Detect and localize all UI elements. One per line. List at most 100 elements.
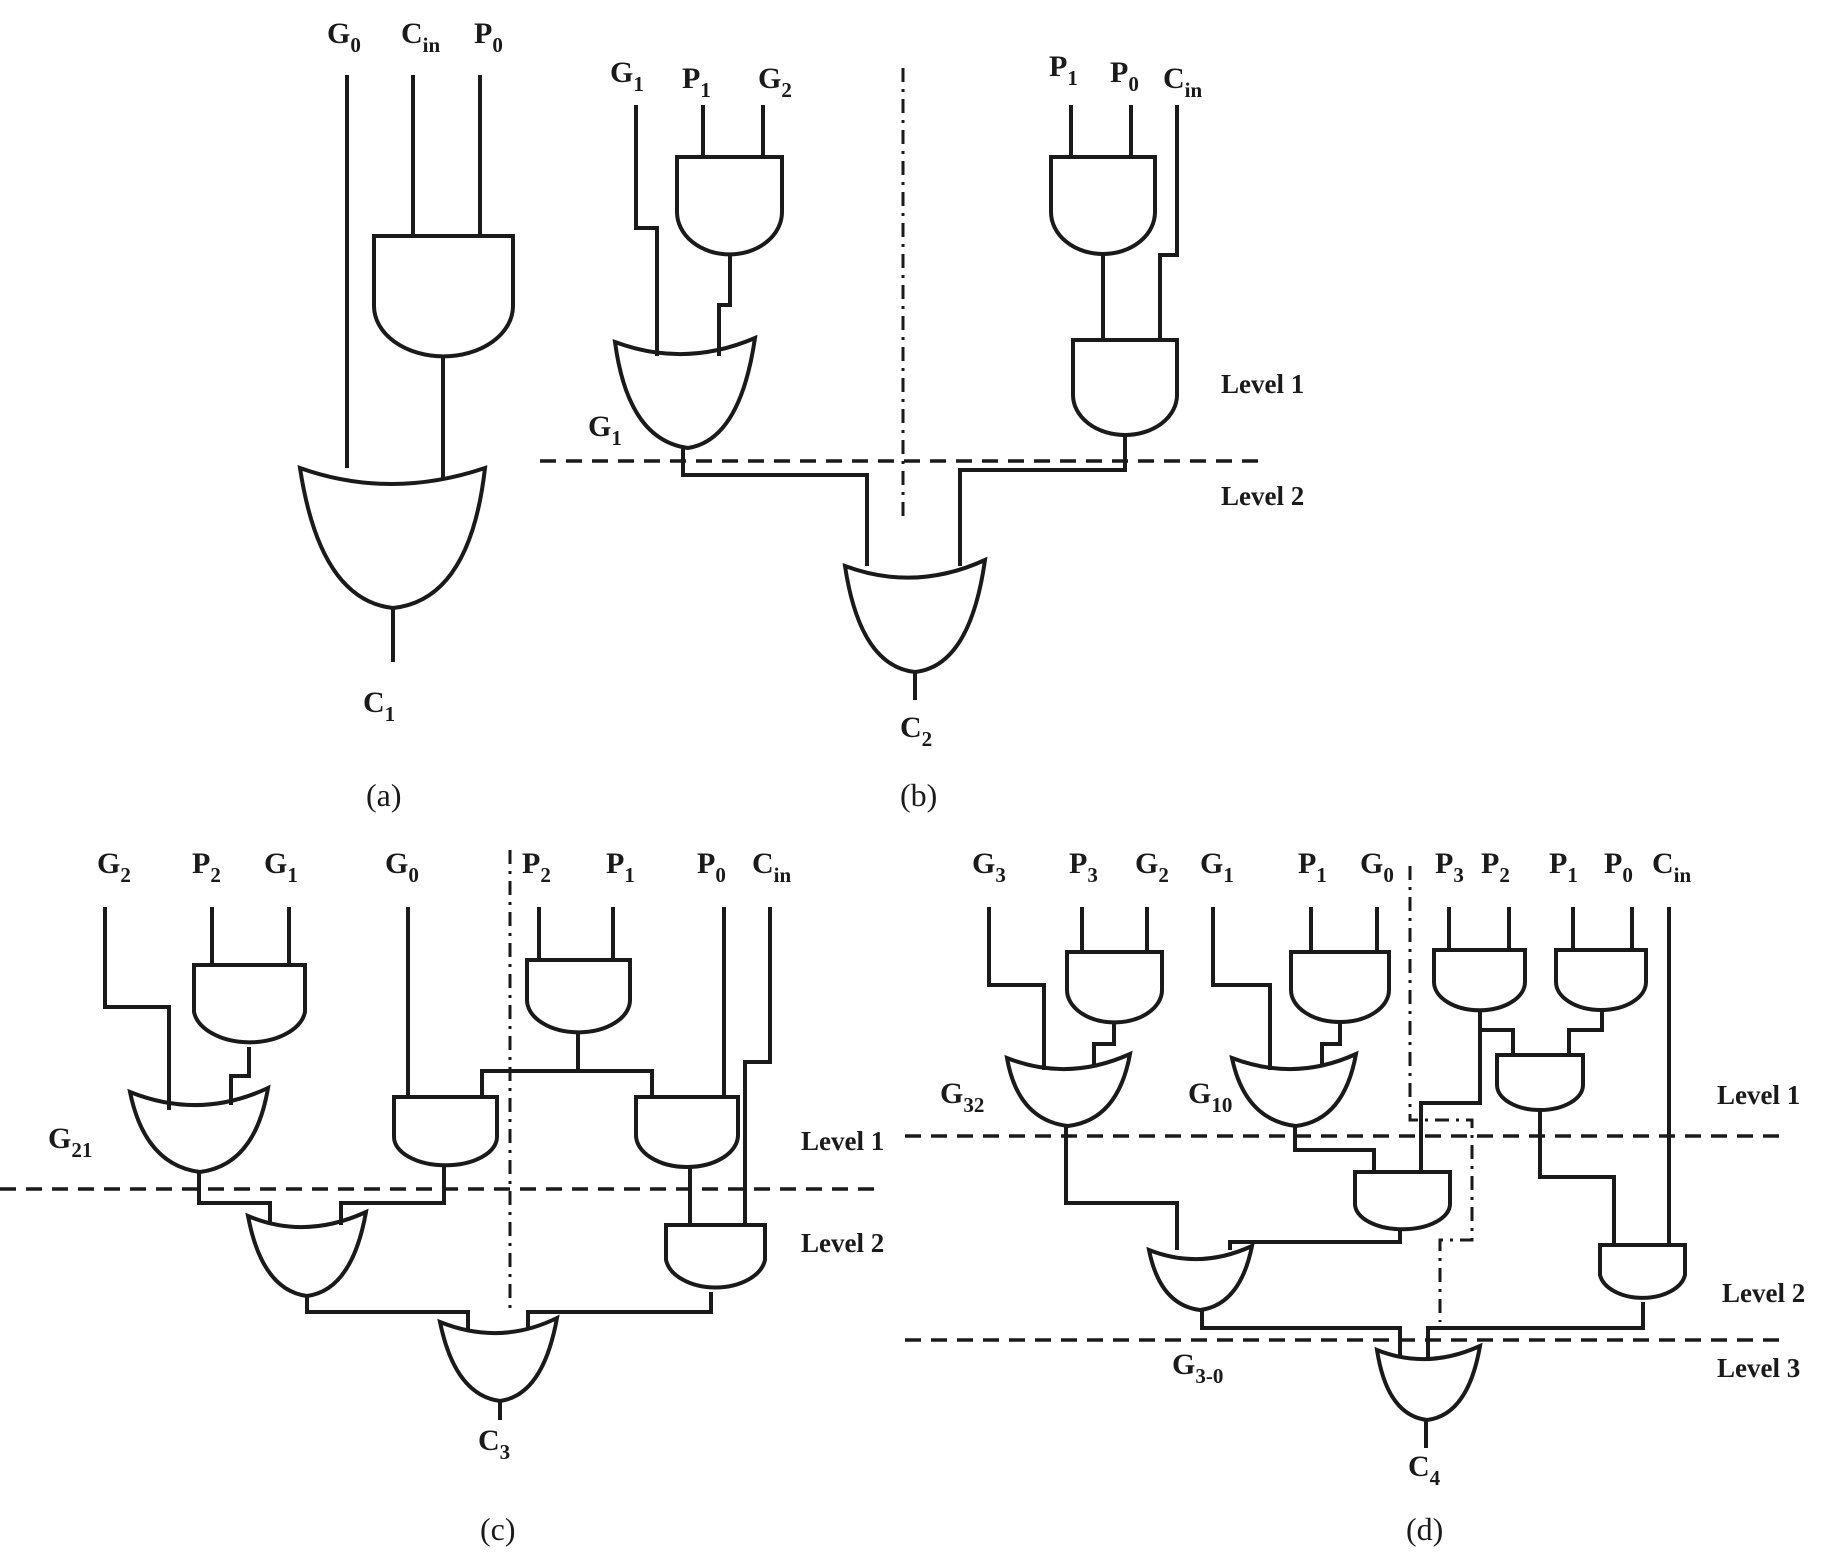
c-label-g21: G21 — [48, 1122, 92, 1162]
b-label-p0: P0 — [1110, 56, 1139, 96]
c-label-cin: Cin — [752, 847, 792, 887]
b-label-g1: G1 — [610, 56, 644, 96]
c-caption: (c) — [480, 1511, 516, 1547]
a-label-c1: C1 — [363, 686, 395, 726]
b-wire-g1-out — [681, 448, 869, 566]
d-caption: (d) — [1406, 1511, 1443, 1547]
c-and-gate-2 — [392, 1095, 499, 1168]
c-wire-cin — [743, 907, 772, 1225]
c-or-gate-level2 — [245, 1208, 369, 1299]
d-label-p3: P3 — [1069, 847, 1098, 887]
b-level1-label: Level 1 — [1221, 369, 1304, 399]
c-wire-and5-out — [526, 1292, 713, 1330]
panel-c: G2 P2 G1 G0 P2 P1 P0 Cin G21 C3 Level 1 … — [0, 847, 884, 1547]
d-wire-and2-out — [1320, 1022, 1342, 1066]
d-label-p2r: P2 — [1481, 847, 1510, 887]
b-and-gate-right-top — [1049, 155, 1157, 256]
a-label-cin: Cin — [401, 17, 441, 57]
panel-d: G3 P3 G2 G1 P1 G0 P3 P2 P1 P0 Cin G32 G1… — [905, 847, 1805, 1547]
d-and-gate-5 — [1495, 1053, 1585, 1112]
b-label-cin: Cin — [1163, 62, 1203, 102]
c-level2-label: Level 2 — [801, 1228, 884, 1258]
c-or-gate-final — [437, 1314, 560, 1404]
c-level1-label: Level 1 — [801, 1126, 884, 1156]
b-wire-and-rb-out — [958, 435, 1127, 566]
b-label-g2: G2 — [758, 62, 792, 102]
d-label-p1r: P1 — [1549, 847, 1578, 887]
d-level1-label: Level 1 — [1717, 1080, 1800, 1110]
d-label-g1: G1 — [1200, 847, 1234, 887]
d-wire-g30-out — [1200, 1310, 1402, 1357]
c-wire-g2 — [103, 907, 171, 1110]
a-label-p0: P0 — [474, 17, 503, 57]
c-wire-and3-branch — [578, 1069, 654, 1097]
b-label-p1: P1 — [682, 62, 711, 102]
b-wire-g1 — [634, 105, 659, 356]
d-wire-g1 — [1211, 907, 1272, 1070]
c-or-gate-g21 — [127, 1084, 271, 1175]
d-label-p1: P1 — [1298, 847, 1327, 887]
c-label-g1: G1 — [264, 847, 298, 887]
d-and-gate-mid — [1353, 1170, 1452, 1232]
b-or-gate-final — [842, 556, 988, 675]
b-label-c2: C2 — [900, 711, 932, 751]
c-label-g0: G0 — [385, 847, 419, 887]
d-wire-g10-out — [1293, 1126, 1376, 1172]
d-or-gate-g10 — [1229, 1050, 1359, 1129]
c-and-gate-1 — [192, 963, 307, 1045]
c-and-gate-5 — [664, 1223, 767, 1290]
c-wire-g21-out — [197, 1172, 272, 1225]
d-label-g10: G10 — [1188, 1077, 1232, 1117]
c-label-p2r: P2 — [522, 847, 551, 887]
c-label-g2: G2 — [97, 847, 131, 887]
c-label-p1: P1 — [606, 847, 635, 887]
c-wire-and3-out — [480, 1032, 580, 1097]
b-label-g1-out: G1 — [588, 410, 622, 450]
d-label-p0r: P0 — [1604, 847, 1633, 887]
b-and-gate-left — [675, 155, 784, 257]
d-wire-and6-out — [1426, 1302, 1645, 1357]
d-wire-and4-out — [1567, 1010, 1604, 1055]
d-wire-g3 — [987, 907, 1046, 1070]
c-label-p2: P2 — [192, 847, 221, 887]
d-label-cin: Cin — [1652, 847, 1692, 887]
d-wire-and3-out — [1419, 1010, 1482, 1172]
d-label-c4: C4 — [1408, 1450, 1441, 1490]
b-label-p1r: P1 — [1049, 50, 1078, 90]
d-partition-line — [1408, 866, 1474, 1322]
panel-b: G1 P1 G2 P1 P0 Cin G1 C2 Level 1 Level 2… — [540, 50, 1304, 813]
d-label-g30: G3-0 — [1172, 1348, 1223, 1388]
b-wire-cin — [1158, 105, 1179, 340]
d-label-p3r: P3 — [1435, 847, 1464, 887]
d-and-gate-4 — [1554, 948, 1648, 1012]
d-label-g2: G2 — [1135, 847, 1169, 887]
b-wire-and-left-out — [717, 254, 732, 356]
a-label-g0: G0 — [327, 17, 361, 57]
b-caption: (b) — [900, 777, 937, 813]
c-and-gate-4 — [634, 1095, 740, 1169]
c-label-p0: P0 — [697, 847, 726, 887]
d-wire-andmid-out — [1228, 1229, 1402, 1250]
d-wire-and3-branch — [1480, 1028, 1515, 1055]
c-wire-or2-out — [305, 1296, 470, 1330]
c-wire-and2-out — [339, 1165, 446, 1225]
panel-a: G0 Cin P0 C1 (a) — [297, 17, 515, 813]
d-level3-label: Level 3 — [1717, 1353, 1800, 1383]
a-and-gate — [372, 234, 515, 359]
c-and-gate-3 — [525, 958, 632, 1035]
d-level2-label: Level 2 — [1722, 1278, 1805, 1308]
d-label-g32: G32 — [940, 1077, 984, 1117]
d-and-gate-1 — [1065, 950, 1164, 1025]
b-and-gate-right-bottom — [1071, 338, 1179, 437]
d-label-g0: G0 — [1360, 847, 1394, 887]
d-label-g3: G3 — [972, 847, 1006, 887]
d-and-gate-6 — [1598, 1243, 1687, 1300]
d-wire-and1-out — [1092, 1022, 1116, 1066]
d-and-gate-3 — [1432, 948, 1527, 1013]
a-caption: (a) — [366, 777, 402, 813]
c-label-c3: C3 — [478, 1424, 510, 1464]
b-or-gate-left — [612, 334, 758, 451]
c-wire-and1-out — [229, 1047, 251, 1105]
